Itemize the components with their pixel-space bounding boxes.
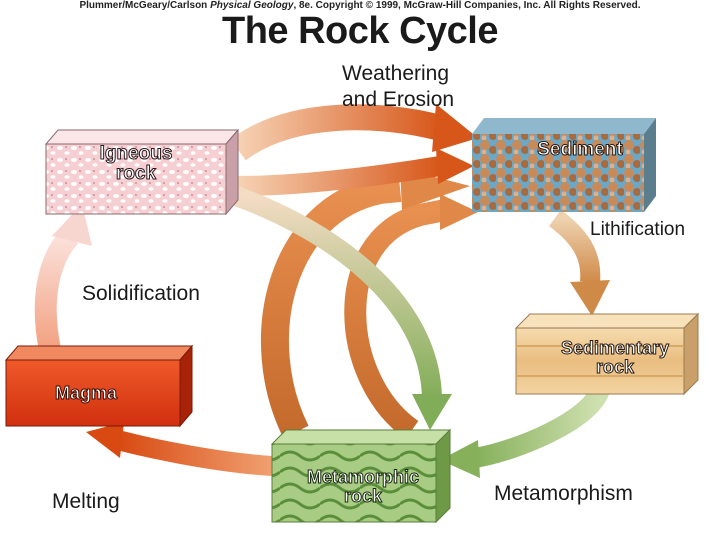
arrow-lithification bbox=[548, 209, 601, 283]
sedimentary-rock-label: Sedimentary rock bbox=[560, 338, 670, 377]
arrow-igneous-to-metamorphic bbox=[232, 186, 442, 399]
metamorphic-rock-box bbox=[270, 428, 452, 524]
arrow-igneous-to-metamorphic-head bbox=[412, 394, 452, 430]
arrow-igneous-to-sediment-top-head bbox=[432, 104, 478, 152]
arrow-solidification bbox=[34, 228, 79, 353]
arrow-igneous-to-sediment-top bbox=[230, 104, 444, 161]
arrow-melting bbox=[115, 430, 273, 476]
sediment-box bbox=[472, 118, 656, 212]
sedimentary-rock-box bbox=[514, 312, 700, 396]
solidification-label: Solidification bbox=[82, 282, 200, 305]
igneous-rock-label: Igneous rock bbox=[99, 143, 173, 184]
arrow-metamorphism bbox=[473, 385, 610, 468]
arrow-melting-head bbox=[86, 422, 124, 458]
diagram-title: The Rock Cycle bbox=[222, 10, 499, 52]
arrow-sedimentary-to-sediment bbox=[344, 199, 448, 440]
weathering-label: Weathering and Erosion bbox=[342, 62, 455, 111]
melting-label: Melting bbox=[52, 490, 120, 513]
copyright-line: Plummer/McGeary/Carlson Physical Geology… bbox=[79, 0, 641, 11]
lithification-label: Lithification bbox=[590, 219, 686, 240]
metamorphic-rock-label: Metamorphic rock bbox=[306, 467, 420, 506]
arrow-igneous-to-sediment-low-head bbox=[436, 148, 474, 184]
arrow-igneous-to-sediment-low bbox=[237, 156, 442, 196]
magma-label: Magma bbox=[54, 383, 117, 403]
arrow-metamorphic-to-sediment bbox=[260, 174, 402, 439]
magma-box bbox=[4, 344, 194, 428]
arrow-sedimentary-to-sediment-head bbox=[440, 194, 478, 230]
sediment-label: Sediment bbox=[537, 139, 624, 160]
metamorphism-label: Metamorphism bbox=[494, 482, 633, 505]
arrow-metamorphism-head bbox=[440, 440, 480, 478]
igneous-rock-box bbox=[44, 128, 240, 216]
arrow-lithification-head bbox=[570, 280, 610, 316]
